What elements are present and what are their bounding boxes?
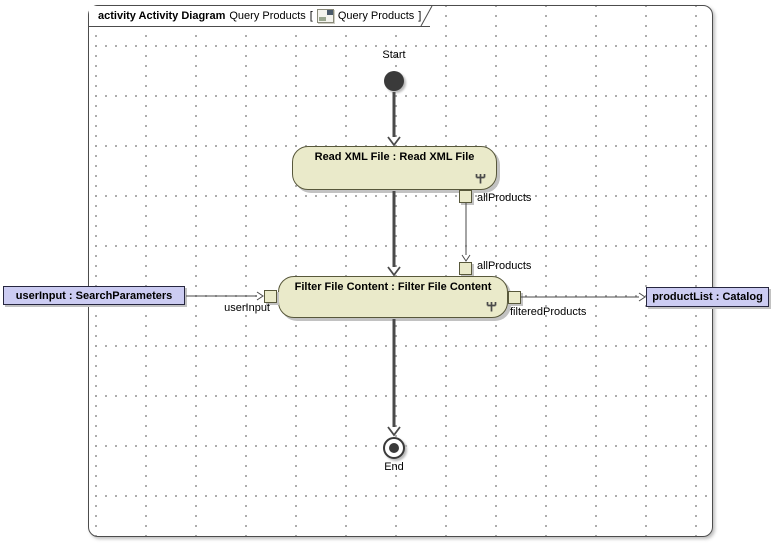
- action-read-label: Read XML File : Read XML File: [314, 151, 475, 163]
- frame-title-name: Query Products: [229, 10, 306, 22]
- end-label: End: [384, 461, 404, 473]
- call-behavior-rake-icon: [486, 302, 497, 312]
- initial-node[interactable]: [384, 71, 404, 91]
- input-pin-userinput-label: userInput: [224, 302, 270, 314]
- action-filter-file-content[interactable]: Filter File Content : Filter File Conten…: [278, 276, 508, 318]
- frame-bracket-open: [: [309, 10, 313, 22]
- action-filter-label: Filter File Content : Filter File Conten…: [294, 281, 492, 293]
- action-read-xml-file[interactable]: Read XML File : Read XML File: [292, 146, 497, 190]
- parameter-productlist-label: productList : Catalog: [652, 291, 763, 303]
- input-pin-allproducts[interactable]: [459, 262, 472, 275]
- activity-final-node[interactable]: [383, 437, 405, 459]
- parameter-node-productlist[interactable]: productList : Catalog: [646, 287, 769, 307]
- output-pin-allproducts[interactable]: [459, 190, 472, 203]
- call-behavior-rake-icon: [475, 174, 486, 184]
- frame-bracket-close: ]: [418, 10, 422, 22]
- frame-ref-name: Query Products: [337, 10, 415, 22]
- frame-header-tab[interactable]: activity Activity Diagram Query Products…: [89, 6, 430, 27]
- output-pin-label: allProducts: [477, 192, 532, 204]
- start-label: Start: [382, 49, 406, 61]
- output-pin-filteredproducts[interactable]: [508, 291, 521, 304]
- activity-diagram-icon: [316, 9, 334, 23]
- input-pin-userinput[interactable]: [264, 290, 277, 303]
- parameter-userinput-label: userInput : SearchParameters: [15, 290, 173, 302]
- frame-title-keyword: activity Activity Diagram: [98, 10, 226, 22]
- parameter-node-userinput[interactable]: userInput : SearchParameters: [3, 286, 185, 305]
- output-pin-filteredproducts-label: filteredProducts: [510, 306, 587, 318]
- input-pin-label: allProducts: [477, 260, 532, 272]
- final-node-dot: [389, 443, 399, 453]
